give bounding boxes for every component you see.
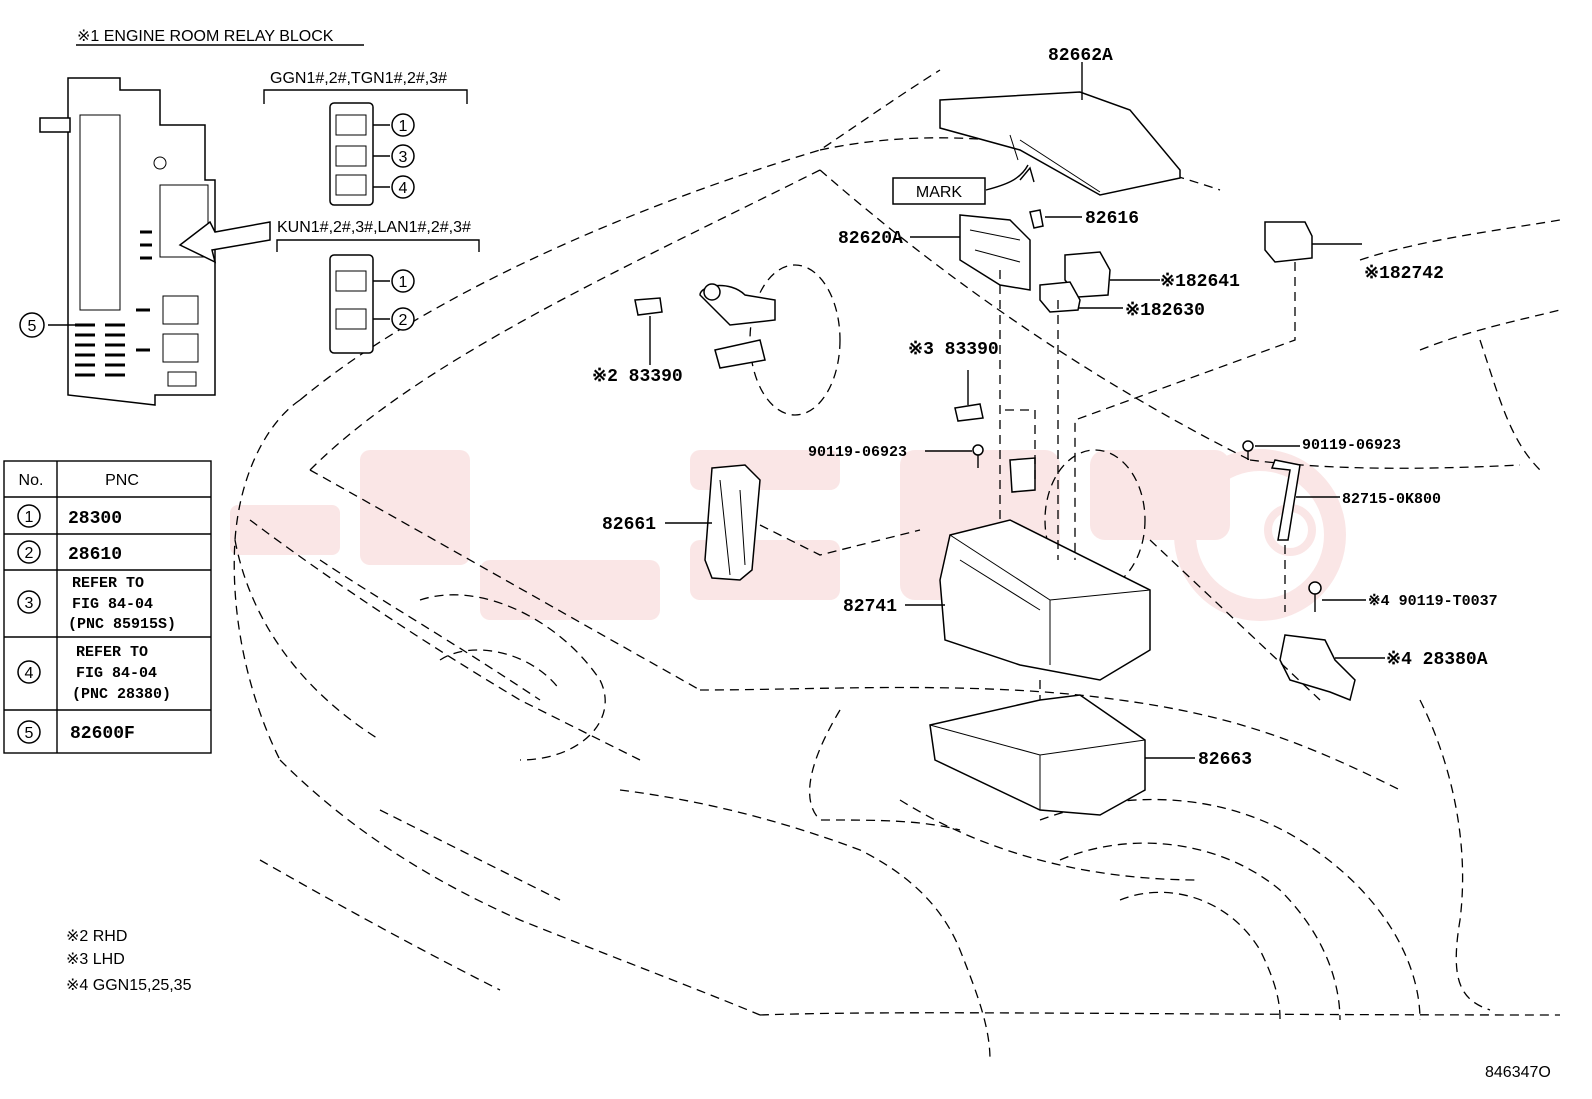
- relay-block-detail: [39, 44, 480, 406]
- figure-id: 846347O: [1485, 1064, 1551, 1081]
- svg-text:4: 4: [25, 665, 34, 682]
- svg-text:1: 1: [25, 509, 34, 526]
- relay-group-b-label: KUN1#,2#,3#,LAN1#,2#,3#: [277, 219, 471, 236]
- callout-82742: ※182742: [1364, 264, 1444, 284]
- svg-text:1: 1: [399, 274, 408, 291]
- note-lhd: ※3 LHD: [66, 951, 125, 968]
- relay-82742-part: [1264, 221, 1313, 263]
- svg-text:28300: 28300: [68, 509, 122, 529]
- circle-number-4: 4: [391, 175, 415, 199]
- circle-number-1a: 1: [391, 113, 415, 137]
- svg-text:1: 1: [399, 118, 408, 135]
- leader-lines: [649, 62, 1385, 759]
- callout-83390-rhd: ※2 83390: [592, 367, 683, 387]
- callout-83390-lhd: ※3 83390: [908, 340, 999, 360]
- pnc-header-no: No.: [19, 472, 44, 489]
- callout-82620A: 82620A: [838, 229, 903, 249]
- circle-number-1b: 1: [391, 269, 415, 293]
- pnc-table: No. PNC 1 28300 2 28610 3 REFER TO FIG 8…: [3, 460, 212, 754]
- circle-number-3: 3: [391, 144, 415, 168]
- table-row: 4 REFER TO FIG 84-04 (PNC 28380): [17, 644, 171, 703]
- svg-text:FIG 84-04: FIG 84-04: [76, 665, 157, 682]
- under-cover-82663-part: [929, 694, 1146, 816]
- callout-90119-left: 90119-06923: [808, 444, 907, 461]
- table-row: 2 28610: [17, 540, 122, 565]
- mark-label: MARK: [916, 184, 963, 201]
- callout-90119-right: 90119-06923: [1302, 437, 1401, 454]
- svg-text:5: 5: [25, 725, 34, 742]
- bolt-right-part: [1242, 440, 1254, 460]
- svg-text:REFER TO: REFER TO: [72, 575, 144, 592]
- sensor-83390-rhd-part: [634, 297, 663, 316]
- callout-82662A: 82662A: [1048, 46, 1113, 66]
- svg-text:82600F: 82600F: [70, 724, 135, 744]
- callout-82616: 82616: [1085, 209, 1139, 229]
- table-row: 1 28300: [17, 504, 122, 529]
- callout-82663: 82663: [1198, 750, 1252, 770]
- callout-82630: ※182630: [1125, 301, 1205, 321]
- relay-block-upper-part: [959, 214, 1031, 291]
- svg-text:REFER TO: REFER TO: [76, 644, 148, 661]
- relay-group-a-label: GGN1#,2#,TGN1#,2#,3#: [270, 70, 447, 87]
- svg-text:3: 3: [25, 595, 34, 612]
- master-cylinder-part: [699, 283, 776, 369]
- note-ggn: ※4 GGN15,25,35: [66, 977, 192, 994]
- svg-text:28610: 28610: [68, 545, 122, 565]
- callout-82661: 82661: [602, 515, 656, 535]
- resistor-28380A-part: [1279, 634, 1356, 702]
- relay-82630-part: [1039, 281, 1081, 313]
- svg-text:3: 3: [399, 149, 408, 166]
- table-row: 3 REFER TO FIG 84-04 (PNC 85915S): [17, 575, 176, 633]
- note-rhd: ※2 RHD: [66, 928, 127, 945]
- circle-number-5: 5: [19, 312, 45, 338]
- svg-text:(PNC 28380): (PNC 28380): [72, 686, 171, 703]
- bolt-left-part: [972, 444, 984, 468]
- bracket-82715-part: [1270, 459, 1301, 541]
- relay-block-cover-part: [939, 91, 1181, 196]
- mark-box: [892, 177, 986, 205]
- relay-82641-part: [1064, 251, 1111, 298]
- callout-82741: 82741: [843, 597, 897, 617]
- svg-text:(PNC 85915S): (PNC 85915S): [68, 616, 176, 633]
- callout-82715: 82715-0K800: [1342, 491, 1441, 508]
- svg-text:2: 2: [399, 312, 408, 329]
- sensor-83390-lhd-part: [954, 403, 984, 422]
- table-row: 5 82600F: [17, 720, 135, 744]
- svg-text:2: 2: [25, 545, 34, 562]
- svg-text:5: 5: [28, 318, 37, 335]
- svg-text:FIG 84-04: FIG 84-04: [72, 596, 153, 613]
- circle-number-2: 2: [391, 307, 415, 331]
- fuse-small-part: [1029, 209, 1044, 229]
- assembly-lines: [759, 262, 1321, 701]
- lower-box-82741-part: [939, 457, 1151, 681]
- callout-90119-t0037: ※4 90119-T0037: [1368, 593, 1498, 610]
- watermark-logo: [230, 449, 1346, 621]
- svg-text:4: 4: [399, 180, 408, 197]
- bracket-82661-part: [704, 464, 761, 581]
- bolt-t0037-part: [1308, 581, 1322, 612]
- callout-28380A: ※4 28380A: [1386, 650, 1488, 670]
- callout-82641: ※182641: [1160, 272, 1240, 292]
- relay-block-title: ※1 ENGINE ROOM RELAY BLOCK: [77, 28, 334, 45]
- fuse-rows: [75, 230, 152, 377]
- pnc-header-pnc: PNC: [105, 472, 139, 489]
